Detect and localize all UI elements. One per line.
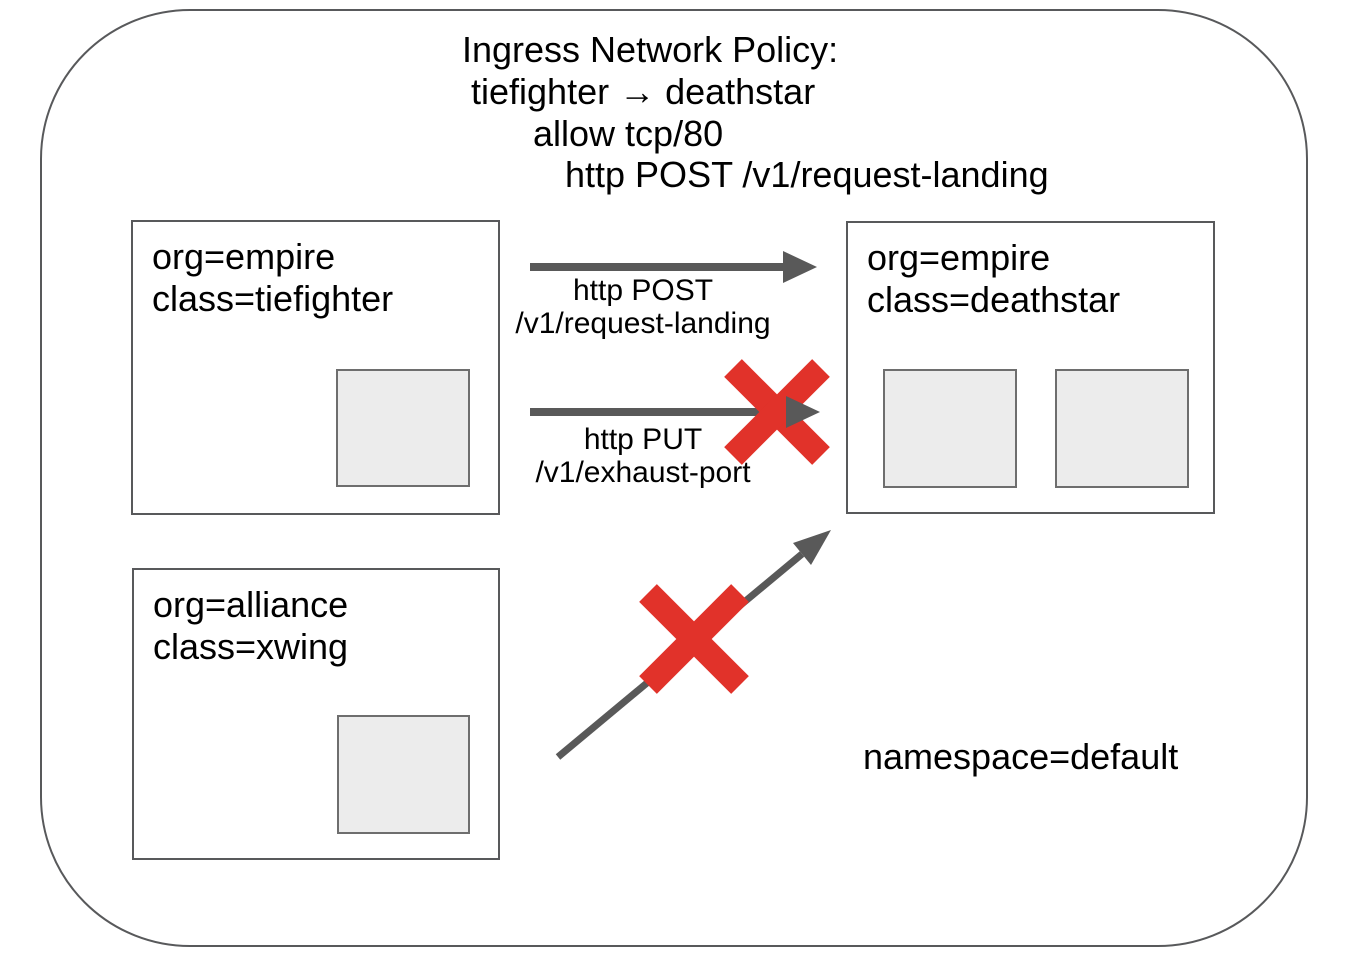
- node-deathstar-org-label: org=empire: [867, 237, 1051, 278]
- tiefighter-pod: [336, 369, 470, 487]
- edge-label-post-path: /v1/request-landing: [515, 307, 771, 340]
- node-deathstar: org=empire class=deathstar: [846, 221, 1215, 514]
- xwing-pod: [337, 715, 470, 834]
- node-tiefighter-org-label: org=empire: [152, 236, 336, 277]
- node-xwing-label: org=alliance class=xwing: [153, 584, 348, 668]
- title-line-http: http POST /v1/request-landing: [565, 154, 1049, 195]
- node-xwing-class-label: class=xwing: [153, 626, 349, 667]
- namespace-boundary: [40, 9, 1308, 947]
- node-tiefighter-label: org=empire class=tiefighter: [152, 236, 393, 320]
- deathstar-pod-1: [883, 369, 1017, 488]
- namespace-label: namespace=default: [863, 736, 1179, 777]
- node-xwing-org-label: org=alliance: [153, 584, 349, 625]
- edge-label-put: http PUT /v1/exhaust-port: [468, 423, 818, 489]
- edge-label-put-path: /v1/exhaust-port: [535, 456, 751, 489]
- title-line-direction: tiefighter → deathstar: [471, 71, 816, 112]
- node-xwing: org=alliance class=xwing: [132, 568, 500, 860]
- node-tiefighter-class-label: class=tiefighter: [152, 278, 394, 319]
- node-deathstar-label: org=empire class=deathstar: [867, 237, 1120, 321]
- node-tiefighter: org=empire class=tiefighter: [131, 220, 500, 515]
- edge-label-post: http POST /v1/request-landing: [468, 274, 818, 340]
- title-line-policy: Ingress Network Policy:: [462, 29, 839, 70]
- edge-label-put-method: http PUT: [583, 423, 703, 456]
- node-deathstar-class-label: class=deathstar: [867, 279, 1121, 320]
- title-line-allow: allow tcp/80: [533, 113, 724, 154]
- edge-label-post-method: http POST: [572, 274, 714, 307]
- deathstar-pod-2: [1055, 369, 1189, 488]
